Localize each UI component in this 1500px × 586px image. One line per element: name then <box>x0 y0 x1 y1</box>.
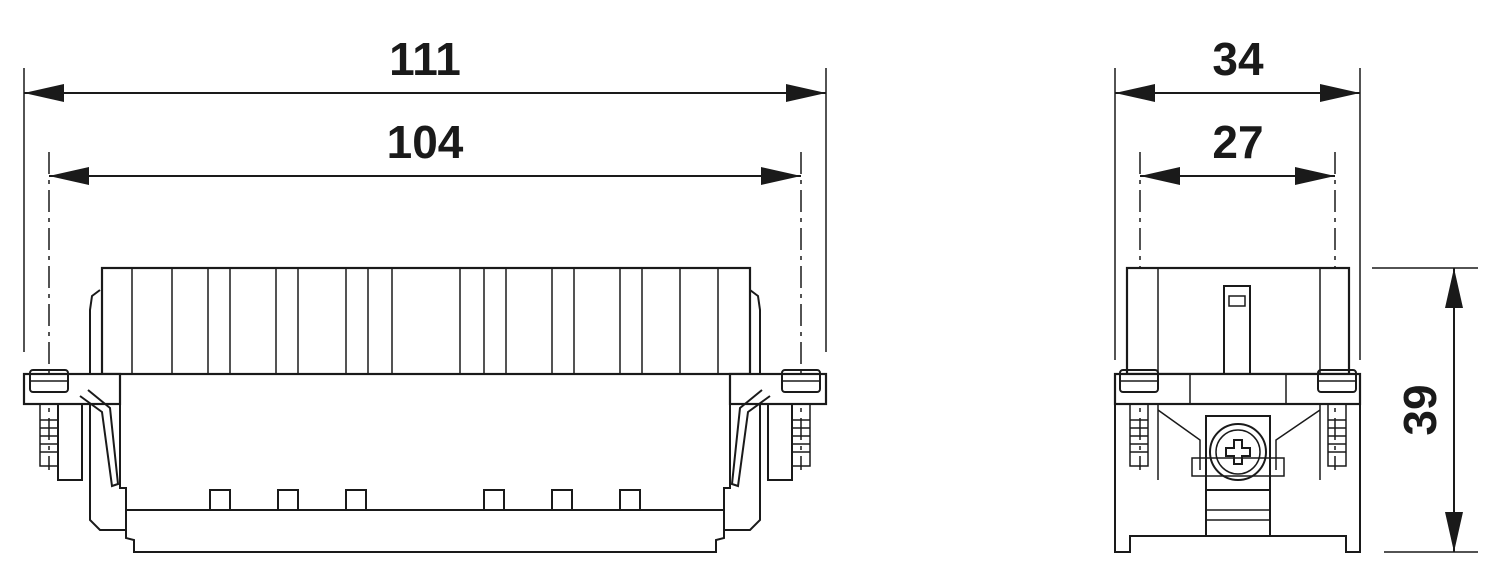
dimension-label-27: 27 <box>1212 116 1263 168</box>
connector-side-body <box>1113 266 1362 553</box>
dimension-label-104: 104 <box>387 116 464 168</box>
dimension-line-39 <box>1445 268 1463 552</box>
dimension-line-104 <box>49 167 801 185</box>
dimension-line-27 <box>1140 167 1335 185</box>
side-view: 34 27 39 <box>1113 33 1478 553</box>
dimension-label-34: 34 <box>1212 33 1264 85</box>
dimension-line-111 <box>24 84 826 102</box>
left-mounting-flange <box>22 369 122 488</box>
dimension-label-111: 111 <box>389 33 461 85</box>
dimension-label-39: 39 <box>1394 384 1446 435</box>
connector-front-body <box>89 266 761 553</box>
dimension-line-34 <box>1115 84 1360 102</box>
right-mounting-flange <box>728 369 828 488</box>
front-view: 111 104 <box>22 33 828 553</box>
